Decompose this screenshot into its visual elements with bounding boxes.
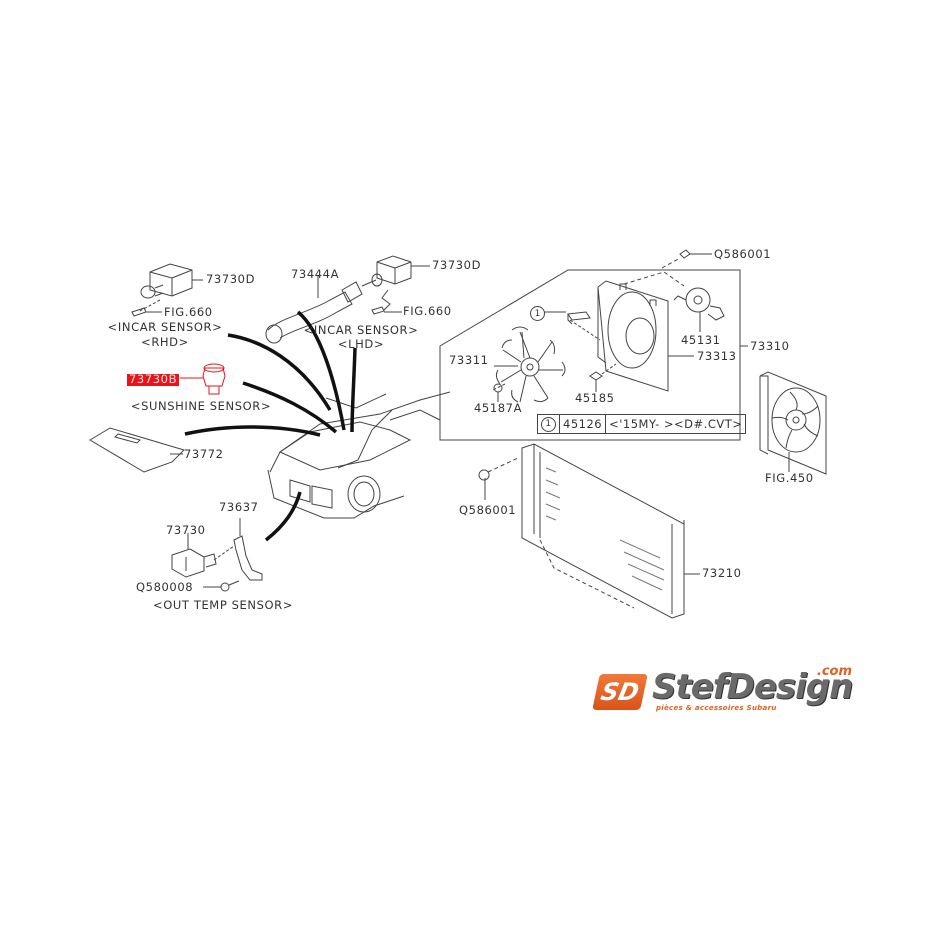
part-73637[interactable]: 73637 <box>219 500 259 514</box>
part-Q580008[interactable]: Q580008 <box>136 580 194 594</box>
part-Q586001-condenser[interactable]: Q586001 <box>459 503 517 517</box>
legend-marker: 1 <box>541 416 556 432</box>
part-73730[interactable]: 73730 <box>166 523 206 537</box>
fig-660-lhd-link[interactable]: FIG.660 <box>403 304 452 318</box>
part-45187A[interactable]: 45187A <box>474 401 523 415</box>
fan-shroud-drawing <box>597 271 694 392</box>
fan-assembly-frame <box>439 249 748 441</box>
out-temp-sensor-drawing <box>171 518 263 592</box>
part-73313[interactable]: 73313 <box>697 349 737 363</box>
incar-sensor-lhd-drawing <box>265 255 430 344</box>
incar-sensor-lhd-label: <INCAR SENSOR> <box>303 323 419 337</box>
lhd-label: <LHD> <box>337 337 385 351</box>
callout-marker-1: 1 <box>530 306 545 321</box>
part-73210[interactable]: 73210 <box>702 566 742 580</box>
part-73730D-rhd[interactable]: 73730D <box>206 272 256 286</box>
legend-part-45126[interactable]: 45126 <box>560 415 607 433</box>
part-73311[interactable]: 73311 <box>449 353 489 367</box>
logo-domain: .com <box>816 664 852 679</box>
condenser-drawing <box>478 443 700 619</box>
part-73310[interactable]: 73310 <box>750 339 790 353</box>
fig-450-link[interactable]: FIG.450 <box>765 471 814 485</box>
fan-blade-drawing <box>492 326 566 403</box>
out-temp-sensor-label: <OUT TEMP SENSOR> <box>153 598 293 612</box>
rhd-label: <RHD> <box>141 335 189 349</box>
legend-condition: <'15MY- ><D#.CVT> <box>609 417 743 431</box>
logo-mark-icon: SD <box>592 674 648 710</box>
part-Q586001-top[interactable]: Q586001 <box>714 247 772 261</box>
part-73444A[interactable]: 73444A <box>291 267 340 281</box>
logo-tagline: pièces & accessoires Subaru <box>656 704 777 712</box>
stefdesign-logo[interactable]: SD StefDesign .com pièces & accessoires … <box>592 664 858 718</box>
sunshine-sensor-drawing <box>180 363 226 395</box>
car-front-drawing <box>267 391 451 519</box>
sunshine-sensor-label: <SUNSHINE SENSOR> <box>130 399 272 413</box>
applicability-legend: 1 45126 <'15MY- ><D#.CVT> <box>537 414 747 434</box>
part-73730B-highlighted[interactable]: 73730B <box>127 372 180 386</box>
part-73772[interactable]: 73772 <box>184 447 224 461</box>
incar-sensor-rhd-label: <INCAR SENSOR> <box>107 320 223 334</box>
connector-drawing <box>543 311 617 392</box>
fig-660-rhd-link[interactable]: FIG.660 <box>164 305 213 319</box>
lead-lines <box>184 310 357 542</box>
part-45185[interactable]: 45185 <box>575 391 615 405</box>
part-45131[interactable]: 45131 <box>681 333 721 347</box>
fig450-fan-drawing <box>759 371 827 475</box>
sun-visor-drawing <box>89 427 185 473</box>
part-73730D-lhd[interactable]: 73730D <box>432 258 482 272</box>
incar-sensor-rhd-drawing <box>131 263 203 317</box>
fan-motor-drawing <box>673 287 725 332</box>
logo-name: StefDesign <box>652 667 853 707</box>
